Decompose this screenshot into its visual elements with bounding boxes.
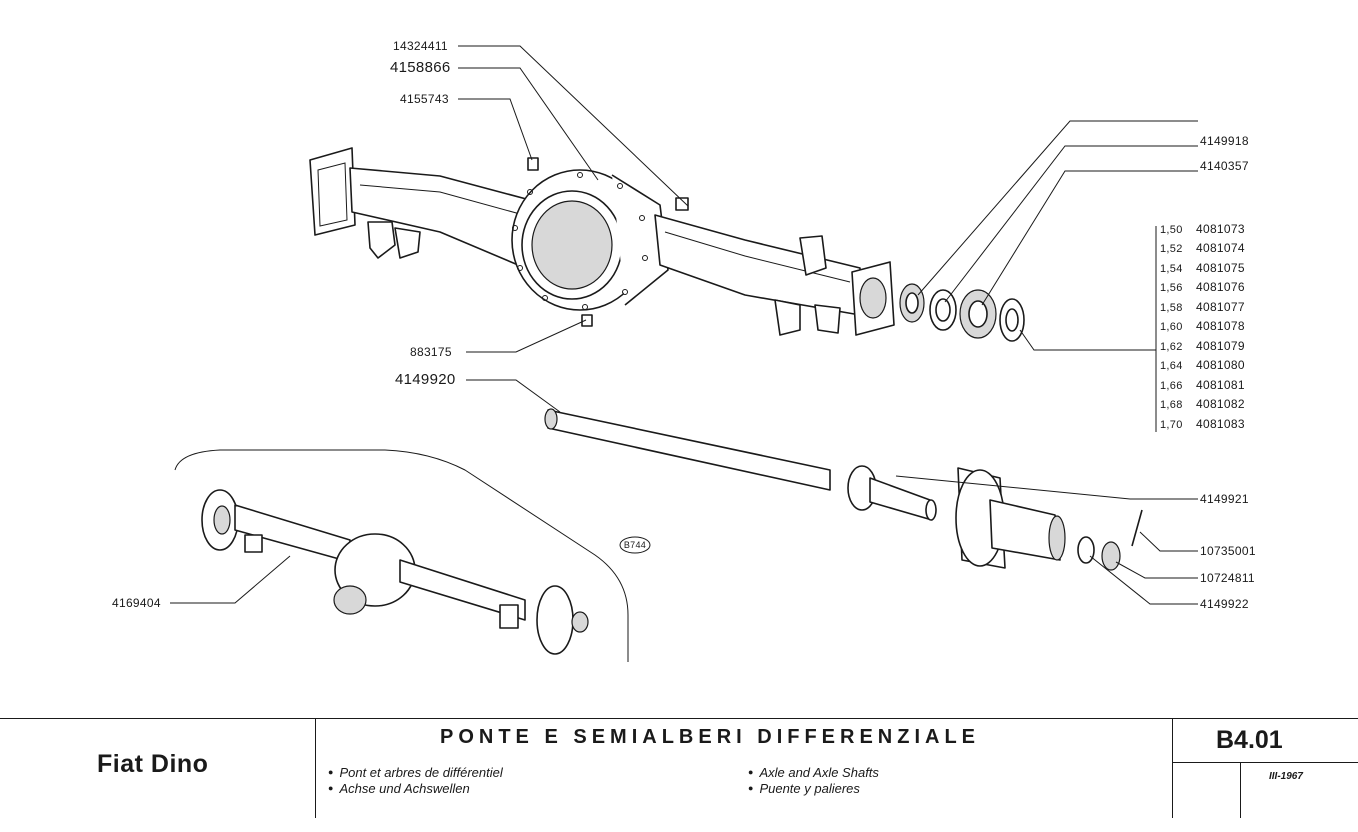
shim-size: 1,50 — [1160, 224, 1183, 236]
leader-lines — [170, 45, 1198, 605]
shim-size: 1,54 — [1160, 263, 1183, 275]
label-4140357: 4140357 — [1200, 159, 1249, 173]
shim-size: 1,58 — [1160, 302, 1183, 314]
figure-code: B744 — [619, 536, 651, 554]
exploded-axle-diagram: 14324411 4158866 4155743 883175 4149920 … — [112, 39, 1256, 662]
shim-part: 4081073 — [1196, 222, 1245, 236]
label-4155743: 4155743 — [400, 92, 449, 106]
footer-divider — [1172, 718, 1173, 818]
sheet-code: B4.01 — [1216, 726, 1283, 754]
figure-code-text: B744 — [624, 540, 646, 550]
model-name: Fiat Dino — [97, 750, 209, 778]
label-4169404: 4169404 — [112, 596, 161, 610]
shim-size: 1,68 — [1160, 399, 1183, 411]
footer-rule — [0, 718, 1358, 719]
shim-part: 4081081 — [1196, 378, 1245, 392]
shim-part: 4081077 — [1196, 300, 1245, 314]
sheet-title: PONTE E SEMIALBERI DIFFERENZIALE — [440, 726, 981, 748]
shim-size: 1,70 — [1160, 419, 1183, 431]
label-10735001: 10735001 — [1200, 544, 1256, 558]
footer-divider — [1240, 762, 1241, 818]
shim-size: 1,62 — [1160, 341, 1183, 353]
shim-size: 1,66 — [1160, 380, 1183, 392]
axle-shaft — [544, 408, 937, 521]
shim-part: 4081074 — [1196, 241, 1245, 255]
shim-part: 4081083 — [1196, 417, 1245, 431]
label-10724811: 10724811 — [1200, 571, 1255, 585]
title-block: Fiat Dino PONTE E SEMIALBERI DIFFERENZIA… — [0, 718, 1358, 832]
wheel-hub — [955, 467, 1143, 571]
shim-size: 1,64 — [1160, 360, 1183, 372]
label-4149918: 4149918 — [1200, 134, 1249, 148]
subtitle-en: Axle and Axle Shafts — [748, 765, 878, 780]
shim-part: 4081075 — [1196, 261, 1245, 275]
shim-size: 1,52 — [1160, 243, 1183, 255]
footer-divider — [315, 718, 316, 818]
shim-part: 4081080 — [1196, 358, 1245, 372]
label-4158866: 4158866 — [390, 59, 451, 76]
subtitle-fr: Pont et arbres de différentiel — [328, 765, 502, 780]
shim-part: 4081082 — [1196, 397, 1245, 411]
label-4149920: 4149920 — [395, 371, 456, 388]
assembled-axle-inset — [174, 449, 629, 662]
label-4149922: 4149922 — [1200, 597, 1249, 611]
footer-divider — [1172, 762, 1358, 763]
shim-part: 4081076 — [1196, 280, 1245, 294]
subtitle-de: Achse und Achswellen — [328, 781, 469, 796]
sheet-date: III-1967 — [1269, 771, 1303, 782]
shim-size: 1,56 — [1160, 282, 1183, 294]
shim-size: 1,60 — [1160, 321, 1183, 333]
label-14324411: 14324411 — [393, 39, 448, 53]
axle-housing — [309, 147, 895, 336]
shim-part: 4081078 — [1196, 319, 1245, 333]
shim-part: 4081079 — [1196, 339, 1245, 353]
subtitle-es: Puente y palieres — [748, 781, 859, 796]
bearing-set — [899, 283, 1025, 342]
shim-table: 1,50 4081073 1,52 4081074 1,54 4081075 1… — [1160, 222, 1245, 431]
label-4149921: 4149921 — [1200, 492, 1249, 506]
label-883175: 883175 — [410, 345, 452, 359]
